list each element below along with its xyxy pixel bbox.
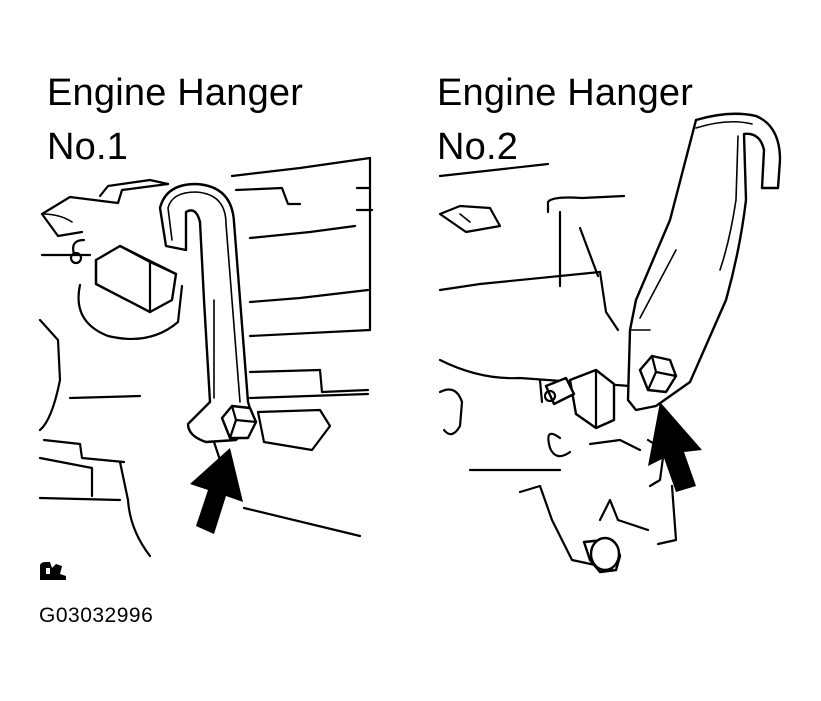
torque-wrench-symbol-icon — [40, 562, 66, 580]
engine-hanger-no2 — [626, 112, 782, 412]
engine-hanger-no2-label: Engine Hanger No.2 — [437, 66, 693, 174]
pointer-arrow-icon — [190, 448, 243, 534]
label-title: Engine Hanger — [437, 72, 694, 114]
bolt-hanger-no2 — [638, 354, 678, 394]
engine-block-left — [38, 156, 374, 558]
coolant-pipe — [582, 536, 622, 574]
engine-hanger-no1-label: Engine Hanger No.1 — [47, 66, 303, 174]
bolt-hanger-no1 — [220, 404, 258, 440]
label-title: Engine Hanger — [47, 72, 304, 114]
label-number: No.2 — [437, 126, 519, 168]
figure-reference-code: G03032996 — [39, 604, 154, 627]
label-number: No.1 — [47, 126, 129, 168]
engine-hanger-no1 — [158, 182, 252, 444]
engine-block-right — [438, 162, 678, 568]
sensor-connector — [543, 368, 616, 430]
pointer-arrow-icon — [648, 402, 702, 492]
oil-filler-cap — [69, 238, 178, 314]
